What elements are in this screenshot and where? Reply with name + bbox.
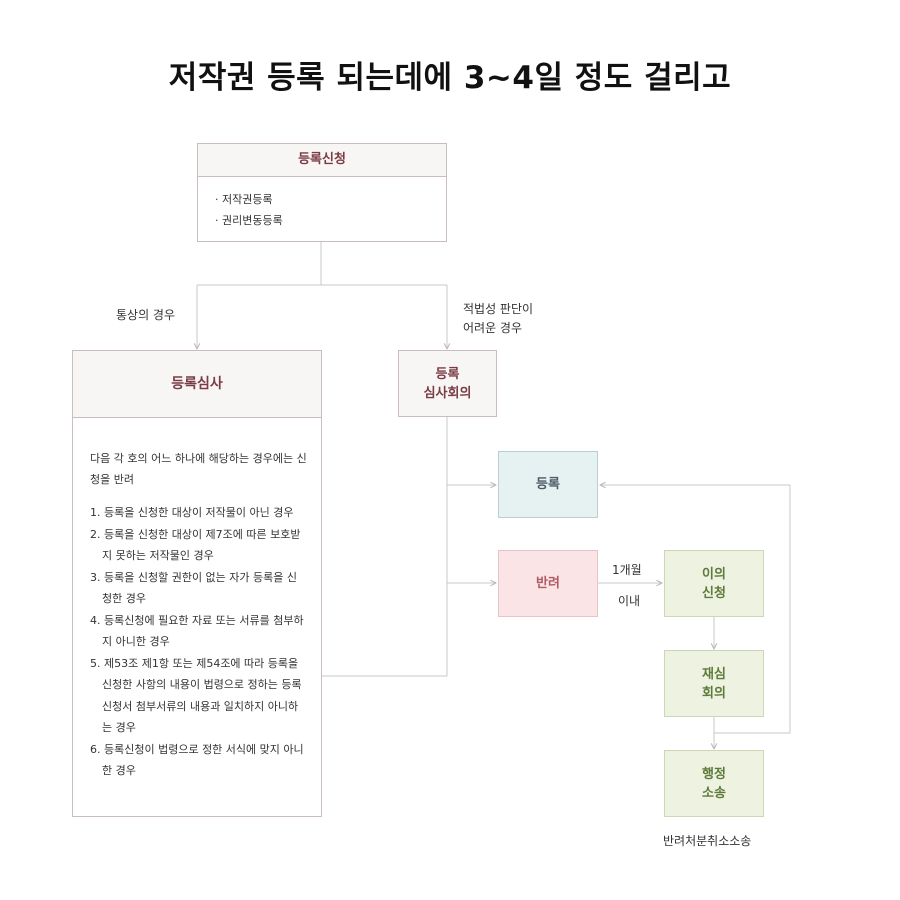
application-item: · 저작권등록 [215,193,273,206]
reexam-node: 재심 회의 [664,650,764,717]
objection-node: 이의 신청 [664,550,764,617]
register-node: 등록 [498,451,598,518]
application-item: · 권리변동등록 [215,214,283,227]
rejection-reason: 2. 등록을 신청한 대상이 제7조에 따른 보호받지 못하는 저작물인 경우 [90,527,301,563]
application-item-list: · 저작권등록 · 권리변동등록 [198,177,446,231]
connector-reexam-feedback [714,485,791,734]
committee-node: 등록 심사회의 [398,350,497,417]
lawsuit-node: 행정 소송 [664,750,764,817]
application-box: 등록신청 · 저작권등록 · 권리변동등록 [197,143,447,242]
rejection-reason: 4. 등록신청에 필요한 자료 또는 서류를 첨부하지 아니한 경우 [90,613,304,649]
application-header: 등록신청 [198,144,446,177]
review-intro: 다음 각 호의 어느 하나에 해당하는 경우에는 신청을 반려 [90,452,307,486]
branch-label-normal: 통상의 경우 [116,308,176,322]
deadline-period-label: 1개월 [612,563,642,577]
reject-node: 반려 [498,550,598,617]
deadline-within-label: 이내 [618,594,641,608]
branch-label-difficult: 적법성 판단이 어려운 경우 [463,302,534,335]
review-header: 등록심사 [73,351,321,418]
review-box: 등록심사 다음 각 호의 어느 하나에 해당하는 경우에는 신청을 반려 1. … [72,350,322,817]
rejection-reason: 1. 등록을 신청한 대상이 저작물이 아닌 경우 [90,506,294,519]
rejection-reason: 5. 제53조 제1항 또는 제54조에 따라 등록을 신청한 사항의 내용이 … [90,656,302,735]
page-title: 저작권 등록 되는데에 3~4일 정도 걸리고 [168,60,732,96]
rejection-reason-list: 1. 등록을 신청한 대상이 저작물이 아닌 경우 2. 등록을 신청한 대상이… [90,502,307,782]
rejection-reason: 3. 등록을 신청할 권한이 없는 자가 등록을 신청한 경우 [90,570,298,606]
review-body: 다음 각 호의 어느 하나에 해당하는 경우에는 신청을 반려 1. 등록을 신… [73,418,321,782]
lawsuit-caption: 반려처분취소소송 [663,834,752,848]
rejection-reason: 6. 등록신청이 법령으로 정한 서식에 맞지 아니한 경우 [90,742,304,778]
